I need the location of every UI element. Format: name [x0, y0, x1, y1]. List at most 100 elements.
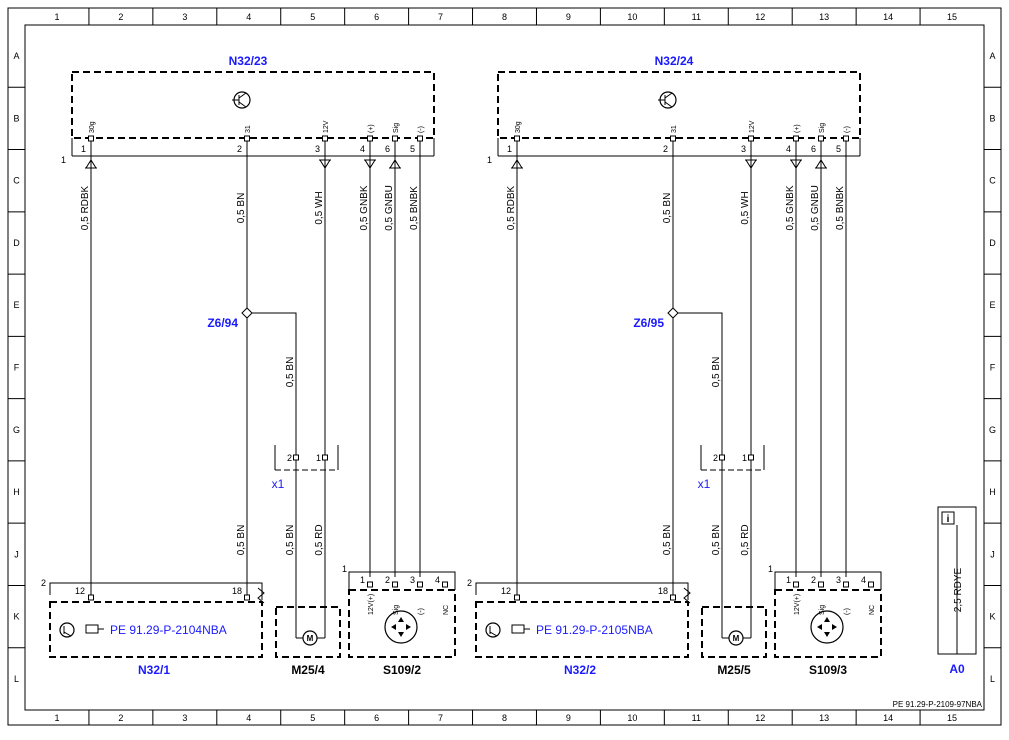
grid-column-bottom: 15	[947, 713, 957, 723]
arrow-down-icon	[398, 632, 404, 637]
grid-column-bottom: 2	[118, 713, 123, 723]
grid-row-left: L	[14, 674, 19, 684]
motor-icon-glyph: M	[307, 634, 314, 643]
joystick-icon	[810, 610, 844, 644]
switch-pin	[417, 581, 423, 588]
switch-pin-label: NC	[869, 605, 876, 615]
wire-label: 0,5 BNBK	[409, 186, 420, 230]
grid-row-left: G	[13, 425, 20, 435]
pin-number: 1	[507, 144, 512, 154]
splice-wire-label: 0,5 BN	[285, 357, 296, 388]
pin-number: 3	[741, 144, 746, 154]
grid-row-right: C	[989, 176, 996, 186]
grid-column-bottom: 12	[755, 713, 765, 723]
bottom-module-pin	[514, 594, 520, 601]
switch-pin-label: Sig	[393, 605, 400, 615]
transistor-icon-lead	[664, 101, 673, 108]
switch-pin	[843, 581, 849, 588]
motor-box	[275, 606, 341, 658]
switch-pin-label: (-)	[844, 608, 851, 615]
grid-column-bottom: 9	[566, 713, 571, 723]
pin-number: 3	[315, 144, 320, 154]
legend-wire-label: 2,5 RDYE	[953, 567, 964, 612]
bottom-module-label: N32/1	[138, 663, 170, 677]
pin-label: Sig	[819, 123, 826, 133]
switch-connector	[348, 571, 456, 590]
shield-icon	[683, 587, 691, 604]
grid-row-left: K	[13, 612, 19, 622]
grid-column-top: 3	[182, 12, 187, 22]
grid-column-bottom: 6	[374, 713, 379, 723]
pin-number: 2	[237, 144, 242, 154]
wire-label: 0,5 BN	[662, 525, 673, 556]
motor-icon-glyph: M	[733, 634, 740, 643]
info-icon-glyph: i	[947, 514, 950, 525]
grid-reference-layer: 1122334455667788991010111112121313141415…	[8, 8, 1001, 725]
switch-number: 1	[768, 564, 773, 574]
grid-column-top: 8	[502, 12, 507, 22]
top-module-box	[71, 71, 435, 139]
wire-label: 0,5 GNBK	[359, 185, 370, 230]
switch-pin	[392, 581, 398, 588]
grid-column-bottom: 8	[502, 713, 507, 723]
bottom-module-box	[475, 601, 689, 658]
grid-row-left: E	[13, 300, 19, 310]
switch-pin	[868, 581, 874, 588]
outer-frame	[7, 7, 1002, 726]
switch-pin-number: 4	[435, 575, 440, 585]
wire-label: 0,5 RD	[740, 524, 751, 555]
transistor-icon	[59, 622, 75, 638]
grid-column-top: 1	[54, 12, 59, 22]
grid-column-top: 7	[438, 12, 443, 22]
switch-box	[774, 589, 882, 658]
splice-wire	[252, 312, 297, 455]
grid-column-bottom: 11	[692, 713, 701, 723]
grid-column-bottom: 1	[54, 713, 59, 723]
grid-column-top: 6	[374, 12, 379, 22]
switch-pin-number: 2	[385, 575, 390, 585]
pin-number: 5	[410, 144, 415, 154]
bottom-module-label: N32/2	[564, 663, 596, 677]
switch-pin-number: 4	[861, 575, 866, 585]
arrow-right-icon	[832, 624, 837, 630]
connector-pin	[322, 454, 328, 461]
grid-column-bottom: 4	[246, 713, 251, 723]
pin-number: 5	[836, 144, 841, 154]
splice-label: Z6/95	[633, 316, 664, 330]
switch-label: S109/3	[809, 663, 847, 677]
connector-pin-number: 2	[287, 453, 292, 463]
motor-box	[701, 606, 767, 658]
pin-number: 4	[360, 144, 365, 154]
transistor-icon	[485, 622, 501, 638]
switch-pin-number: 1	[786, 575, 791, 585]
bottom-module-number: 2	[467, 578, 472, 588]
bottom-module-pin	[88, 594, 94, 601]
grid-row-left: A	[13, 51, 19, 61]
wire-label: 0,5 GNBU	[384, 185, 395, 231]
grid-row-right: B	[989, 113, 995, 123]
pin-number: 2	[663, 144, 668, 154]
grid-row-left: C	[13, 176, 20, 186]
arrow-up-icon	[824, 617, 830, 622]
wire-label: 0,5 WH	[740, 191, 751, 224]
pin-terminal	[88, 135, 94, 142]
shield-icon	[257, 587, 265, 604]
grid-row-right: F	[990, 363, 996, 373]
switch-pin-label: Sig	[819, 605, 826, 615]
pin-terminal	[244, 135, 250, 142]
pin-label: 12V	[749, 120, 756, 133]
splice-icon	[241, 307, 253, 319]
wire-label: 0,5 BN	[285, 525, 296, 556]
grid-row-right: E	[989, 300, 995, 310]
switch-pin-label: 12V(+)	[368, 594, 375, 615]
wire-label: 0,5 RD	[314, 524, 325, 555]
splice-wire	[678, 312, 723, 455]
switch-pin	[442, 581, 448, 588]
splice-wire-label: 0,5 BN	[711, 357, 722, 388]
top-module-number: 1	[487, 155, 492, 165]
legend-name: A0	[949, 662, 965, 676]
pin-label: 12V	[323, 120, 330, 133]
grid-column-bottom: 7	[438, 713, 443, 723]
switch-box	[348, 589, 456, 658]
switch-pin-number: 3	[410, 575, 415, 585]
